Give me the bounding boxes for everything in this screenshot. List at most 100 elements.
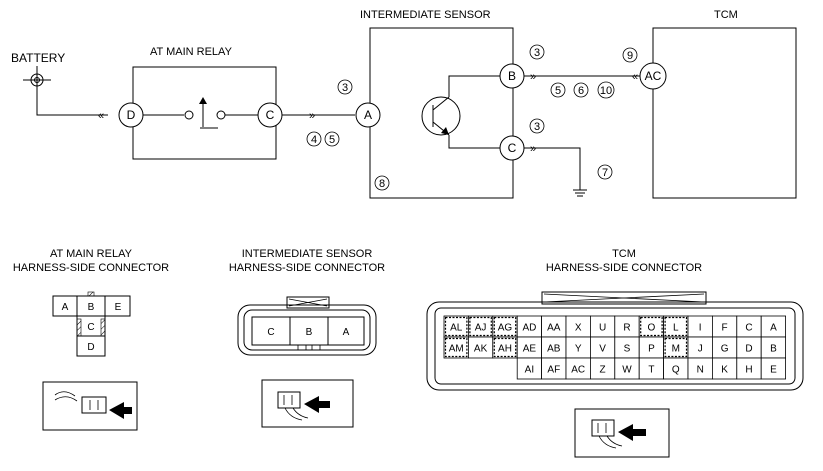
connector-arrow-icon: « — [632, 71, 638, 83]
callout-number: 7 — [602, 167, 608, 179]
relay-switch — [199, 97, 218, 129]
battery-symbol — [23, 66, 51, 92]
tcm-pin: M — [672, 344, 680, 355]
tcm-pin: S — [624, 344, 631, 355]
callout-number: 10 — [600, 85, 612, 97]
relay-node-d: D — [118, 102, 144, 128]
relay-pin: E — [115, 302, 122, 313]
callout-number: 9 — [627, 50, 633, 62]
tcm-pin: AG — [498, 323, 513, 334]
tcm-pin: A — [770, 323, 777, 334]
tcm-pin: C — [745, 323, 752, 334]
tcm-pin: AI — [525, 365, 534, 376]
callout-number: 3 — [534, 121, 540, 133]
tcm-pin: D — [745, 344, 752, 355]
tcm-pin: J — [698, 344, 703, 355]
tcm-pin-cell — [760, 357, 787, 380]
tcm-box — [652, 27, 797, 199]
tcm-pin: B — [770, 344, 777, 355]
battery-label: BATTERY — [11, 51, 65, 65]
tcm-pin: AB — [547, 344, 561, 355]
tcm-pin: Z — [600, 365, 606, 376]
callout-number: 3 — [534, 47, 540, 59]
callout-number: 3 — [342, 82, 348, 94]
relay-pin: C — [87, 322, 94, 333]
sensor-node-b: B — [499, 63, 525, 89]
sensor-node-a-label: A — [364, 108, 372, 122]
relay-pin: A — [62, 302, 69, 313]
sensor-node-a: A — [355, 102, 381, 128]
tcm-pin: AL — [450, 323, 463, 334]
tcm-pin: AK — [474, 344, 488, 355]
sensor-connector-subtitle: HARNESS-SIDE CONNECTOR — [229, 262, 385, 274]
tcm-pin: AA — [547, 323, 561, 334]
relay-connector-hand-icon — [42, 381, 138, 431]
callout-number: 5 — [329, 134, 335, 146]
sensor-node-c: C — [499, 135, 525, 161]
relay-pin: B — [88, 302, 95, 313]
connector-arrow-icon: » — [309, 110, 315, 122]
tcm-pin-highlight — [493, 316, 517, 337]
tcm-pin: N — [697, 365, 704, 376]
wire-battery-relay — [36, 92, 108, 116]
at-main-relay-box — [132, 66, 277, 160]
tcm-pin: AF — [547, 365, 560, 376]
relay-node-d-label: D — [127, 108, 136, 122]
tcm-pin-highlight — [444, 337, 468, 358]
tcm-connector-hand-icon — [574, 408, 670, 458]
relay-node-c-label: C — [266, 108, 275, 122]
relay-node-c: C — [257, 102, 283, 128]
tcm-pin: Y — [575, 344, 582, 355]
tcm-pin: AH — [498, 344, 512, 355]
tcm-pin: Q — [672, 365, 680, 376]
tcm-pin-highlight — [664, 337, 688, 358]
tcm-pin-highlight — [640, 316, 663, 337]
sensor-connector-hand-icon — [261, 379, 354, 428]
callout-number: 4 — [311, 134, 317, 146]
tcm-pin: L — [673, 323, 679, 334]
tcm-pin: O — [648, 323, 656, 334]
callout-numbers: 3 4 5 3 5 6 10 9 3 7 8 — [306, 44, 638, 191]
tcm-pin: G — [721, 344, 729, 355]
tcm-pin: K — [721, 365, 728, 376]
tcm-pin: I — [699, 323, 702, 334]
connector-arrow-icon: « — [98, 110, 104, 122]
tcm-pin-highlight — [664, 316, 688, 337]
tcm-pin: U — [599, 323, 606, 334]
intermediate-sensor-label: INTERMEDIATE SENSOR — [360, 9, 491, 21]
tcm-pin-highlight — [493, 337, 517, 358]
tcm-label: TCM — [714, 9, 738, 21]
connector-arrow-icon: » — [530, 143, 536, 155]
sensor-pin: C — [267, 327, 274, 338]
tcm-pin: W — [622, 365, 632, 376]
tcm-pin: AD — [522, 323, 536, 334]
connector-arrow-icon: » — [530, 71, 536, 83]
tcm-pin: X — [575, 323, 582, 334]
sensor-pin: B — [306, 327, 313, 338]
sensor-node-b-label: B — [508, 69, 516, 83]
relay-connector-subtitle: HARNESS-SIDE CONNECTOR — [13, 262, 169, 274]
tcm-node-ac: AC — [639, 62, 667, 90]
tcm-pin: AE — [523, 344, 537, 355]
tcm-connector-title: TCM — [612, 248, 636, 260]
tcm-pin: AM — [449, 344, 464, 355]
transistor-symbol — [421, 96, 461, 136]
callout-number: 6 — [578, 85, 584, 97]
tcm-pin: H — [745, 365, 752, 376]
sensor-node-c-label: C — [508, 141, 517, 155]
callout-number: 5 — [555, 85, 561, 97]
tcm-pin-highlight — [444, 316, 468, 337]
sensor-connector-face: C B A — [237, 296, 377, 356]
sensor-connector-title: INTERMEDIATE SENSOR — [242, 248, 373, 260]
intermediate-sensor-box — [369, 27, 514, 199]
tcm-pin-highlight — [469, 316, 492, 337]
at-main-relay-label: AT MAIN RELAY — [150, 46, 233, 58]
tcm-node-ac-label: AC — [645, 69, 662, 83]
relay-pin: D — [87, 342, 94, 353]
relay-connector-title: AT MAIN RELAY — [50, 248, 133, 260]
tcm-pin: AJ — [475, 323, 487, 334]
tcm-pin: V — [599, 344, 606, 355]
